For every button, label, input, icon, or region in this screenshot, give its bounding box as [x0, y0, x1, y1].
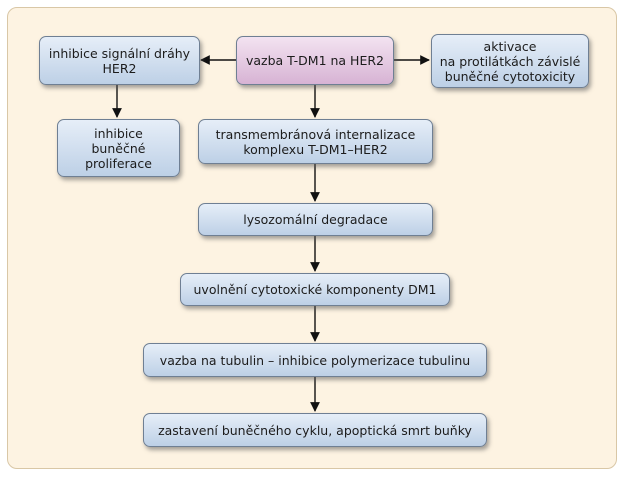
- node-inhibice-signalni-drahy: inhibice signální dráhy HER2: [39, 36, 200, 85]
- node-vazba-tdm1-her2: vazba T-DM1 na HER2: [236, 36, 394, 85]
- node-transmembranova-internalizace: transmembránová internalizace komplexu T…: [198, 119, 433, 164]
- node-uvolneni-dm1: uvolnění cytotoxické komponenty DM1: [180, 273, 450, 306]
- node-lysozomalni-degradace: lysozomální degradace: [198, 203, 433, 236]
- node-inhibice-proliferace: inhibice buněčné proliferace: [57, 119, 180, 177]
- node-aktivace-cytotoxicity: aktivace na protilátkách závislé buněčné…: [431, 34, 589, 88]
- node-vazba-na-tubulin: vazba na tubulin – inhibice polymerizace…: [143, 343, 487, 377]
- node-zastaveni-bunecneho-cyklu: zastavení buněčného cyklu, apoptická smr…: [143, 413, 487, 447]
